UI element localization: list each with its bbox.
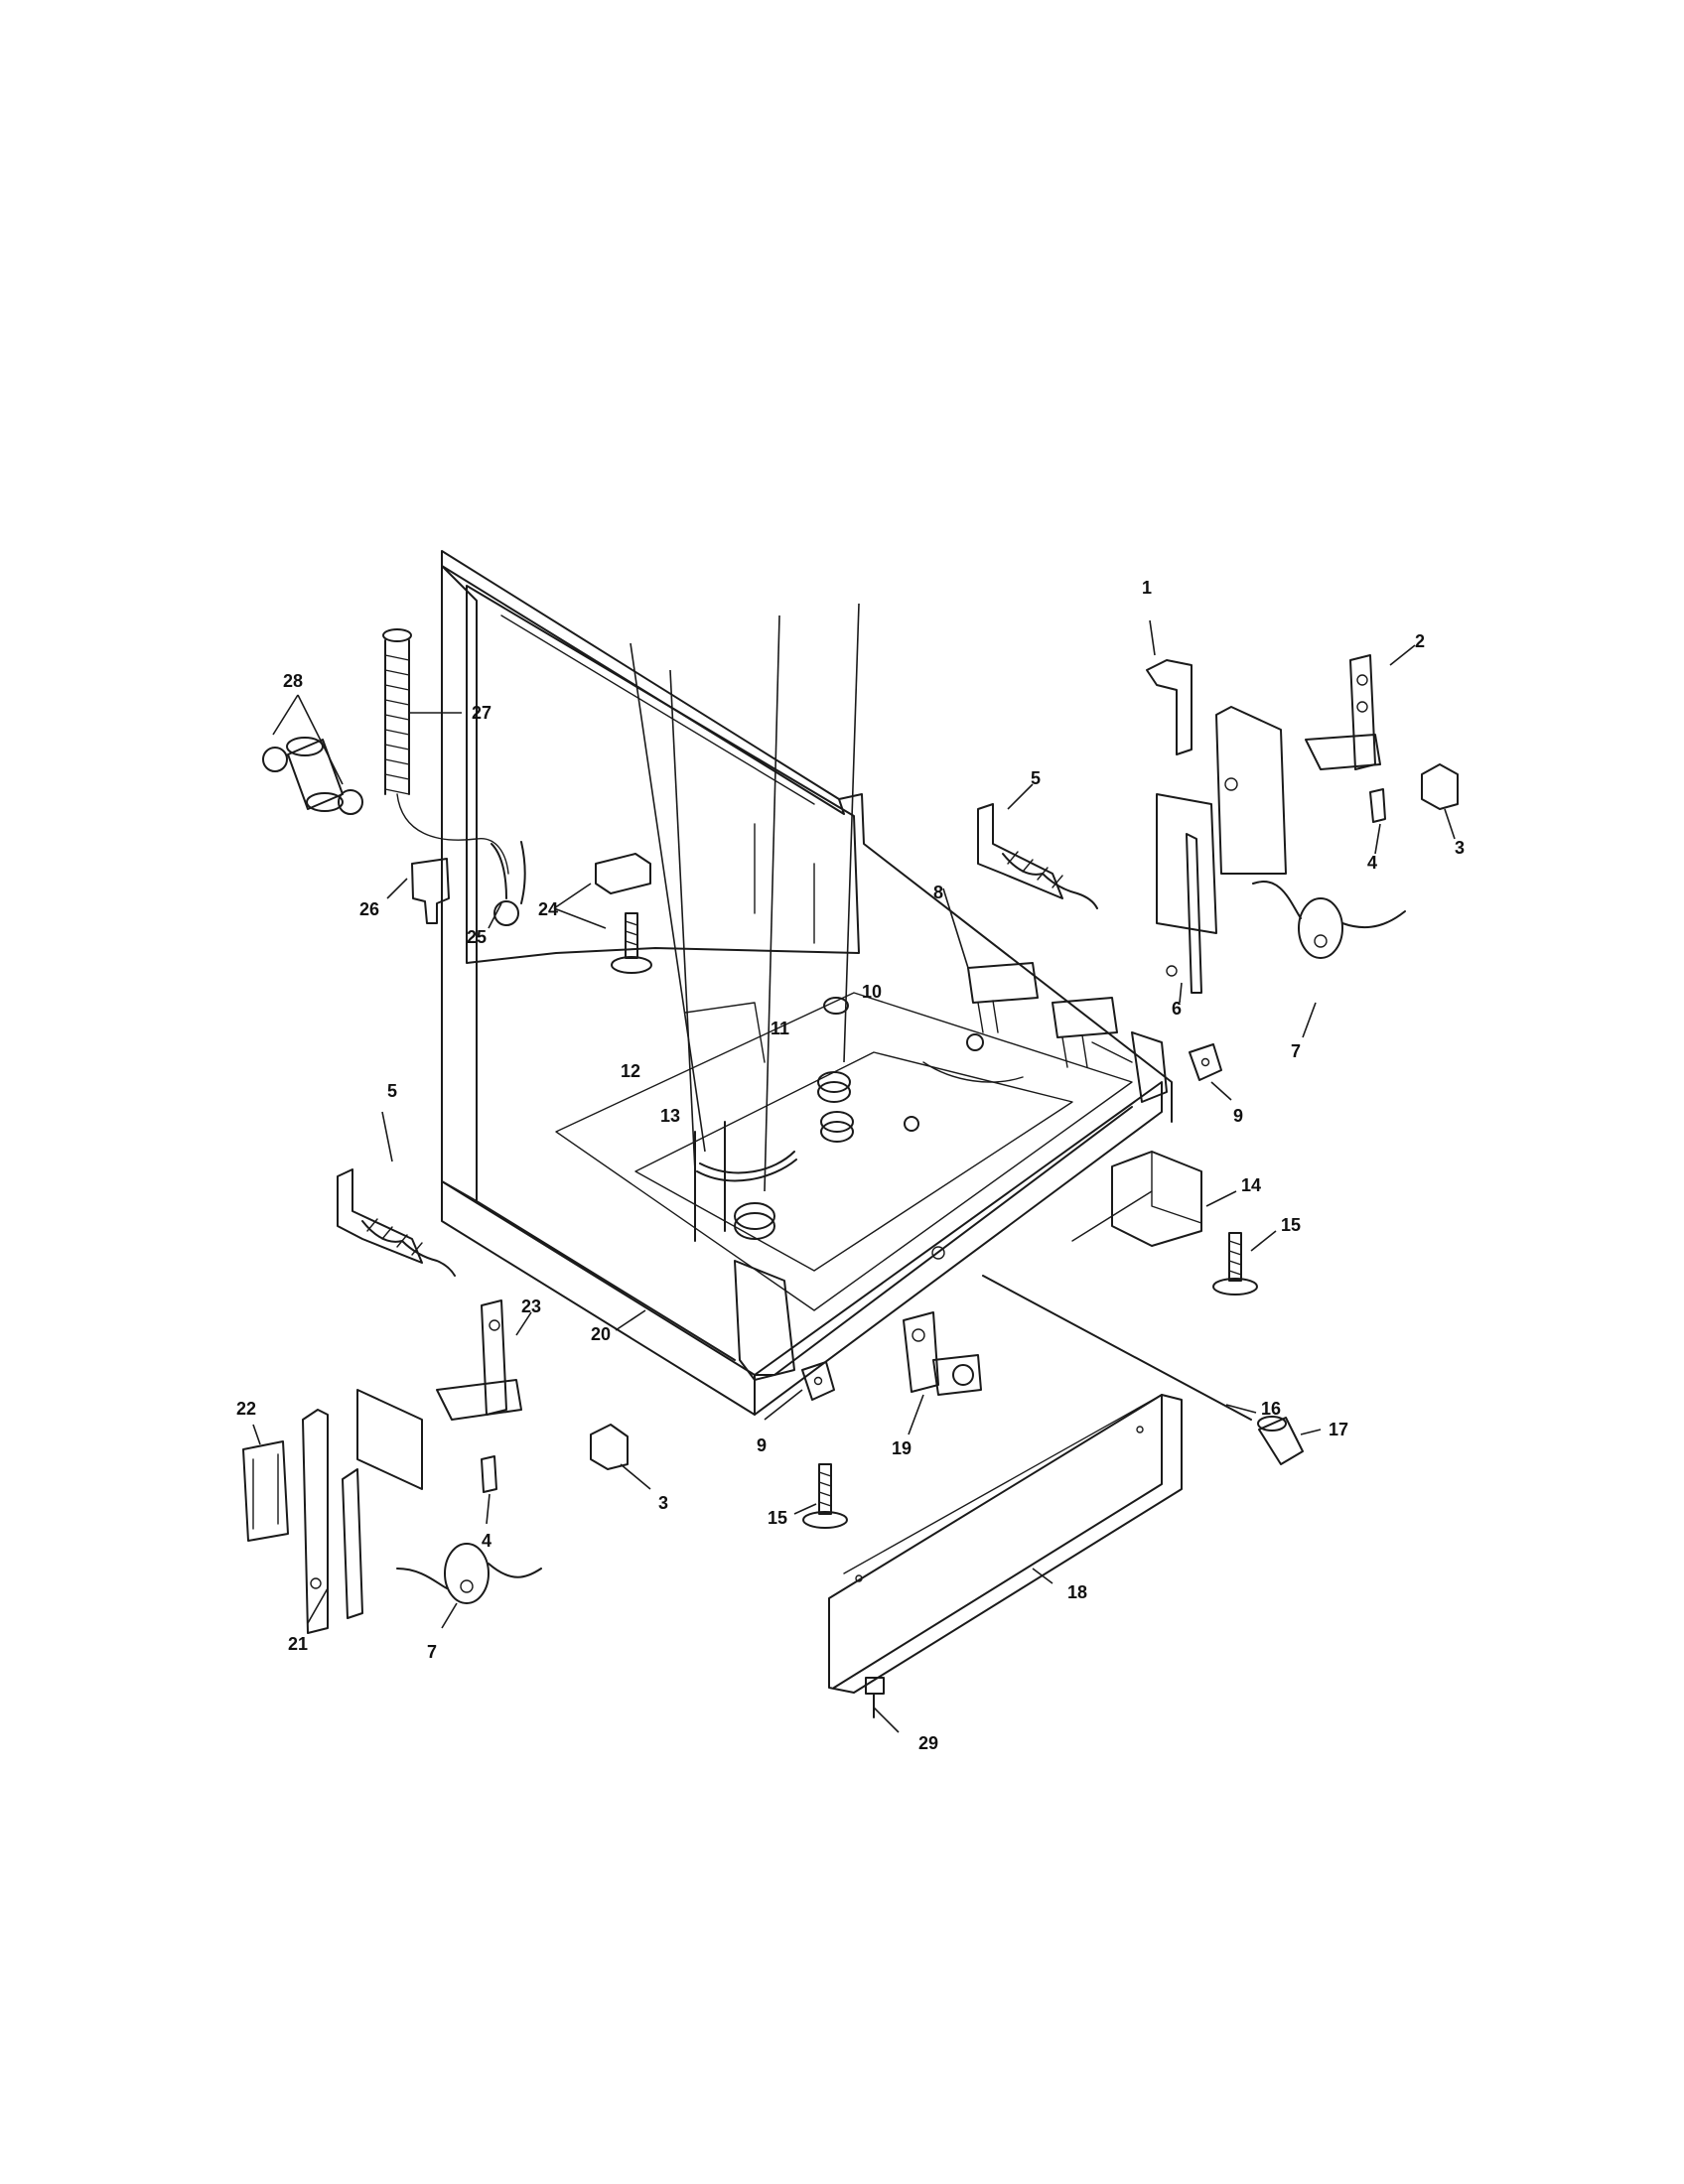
- label-12: 12: [621, 1061, 640, 1081]
- label-8: 8: [933, 883, 943, 902]
- hose-connector-28: [262, 694, 363, 815]
- sensor-7-top: [1252, 881, 1406, 959]
- valve-19: [903, 1311, 982, 1396]
- part-labels: 1 2 3 4 5 6 7 8 9 10 11 12 13 14 15 16 1…: [236, 578, 1465, 1753]
- label-4-bottom: 4: [482, 1531, 491, 1551]
- label-29: 29: [918, 1733, 938, 1753]
- panel-22: [242, 1440, 289, 1542]
- clip-9-right: [1189, 1043, 1222, 1081]
- label-16: 16: [1261, 1399, 1281, 1419]
- label-4-top: 4: [1367, 853, 1377, 873]
- label-3-bottom: 3: [658, 1493, 668, 1513]
- label-15-right: 15: [1281, 1215, 1301, 1235]
- label-22: 22: [236, 1399, 256, 1419]
- label-17: 17: [1329, 1420, 1348, 1439]
- label-27: 27: [472, 703, 491, 723]
- leveling-leg-15-left: [802, 1463, 848, 1529]
- label-20: 20: [591, 1324, 611, 1344]
- label-1: 1: [1142, 578, 1152, 598]
- base-frame: [441, 550, 1173, 1416]
- leader-lines: [252, 603, 1456, 1733]
- clip-3-bottom: [590, 1424, 629, 1470]
- label-5-bottom: 5: [387, 1081, 397, 1101]
- switch-4-bottom: [481, 1455, 497, 1493]
- rod-16: [982, 1275, 1252, 1421]
- label-3-top: 3: [1455, 838, 1465, 858]
- bracket-14: [1111, 1151, 1202, 1247]
- bracket-1: [1146, 659, 1193, 755]
- label-26: 26: [359, 899, 379, 919]
- label-7-top: 7: [1291, 1041, 1301, 1061]
- label-13: 13: [660, 1106, 680, 1126]
- leveling-leg-15-right: [1212, 1232, 1258, 1296]
- knob-17: [1257, 1416, 1304, 1465]
- label-18: 18: [1067, 1582, 1087, 1602]
- bracket-2: [1305, 654, 1381, 770]
- label-24: 24: [538, 899, 558, 919]
- label-14: 14: [1241, 1175, 1261, 1195]
- bracket-23: [356, 1299, 522, 1490]
- clip-3-top: [1421, 763, 1459, 810]
- label-5-top: 5: [1031, 768, 1041, 788]
- label-19: 19: [892, 1438, 912, 1458]
- bolt-24: [595, 853, 652, 974]
- label-28: 28: [283, 671, 303, 691]
- label-9-right: 9: [1233, 1106, 1243, 1126]
- inner-grommets: [696, 1071, 854, 1240]
- side-panel-6: [1156, 706, 1287, 994]
- label-2: 2: [1415, 631, 1425, 651]
- kickplate-18: [828, 1394, 1183, 1694]
- connector-8: [967, 962, 1118, 1068]
- clip-26: [411, 858, 450, 924]
- label-10: 10: [862, 982, 882, 1002]
- label-6: 6: [1172, 999, 1182, 1019]
- label-21: 21: [288, 1634, 308, 1654]
- label-11: 11: [771, 1019, 789, 1038]
- spring-5-bottom: [337, 1168, 456, 1277]
- sensor-7-bottom: [396, 1543, 542, 1604]
- label-7-bottom: 7: [427, 1642, 437, 1662]
- grommet-25: [493, 900, 519, 926]
- clip-9-left: [801, 1361, 835, 1401]
- label-9-left: 9: [757, 1435, 767, 1455]
- label-25: 25: [467, 927, 487, 947]
- screw-29: [865, 1677, 885, 1718]
- panel-21: [302, 1409, 363, 1634]
- switch-4-top: [1369, 788, 1386, 823]
- label-15-left: 15: [768, 1508, 787, 1528]
- label-23: 23: [521, 1297, 541, 1316]
- spring-5-top: [977, 803, 1098, 909]
- hose-27: [382, 628, 526, 904]
